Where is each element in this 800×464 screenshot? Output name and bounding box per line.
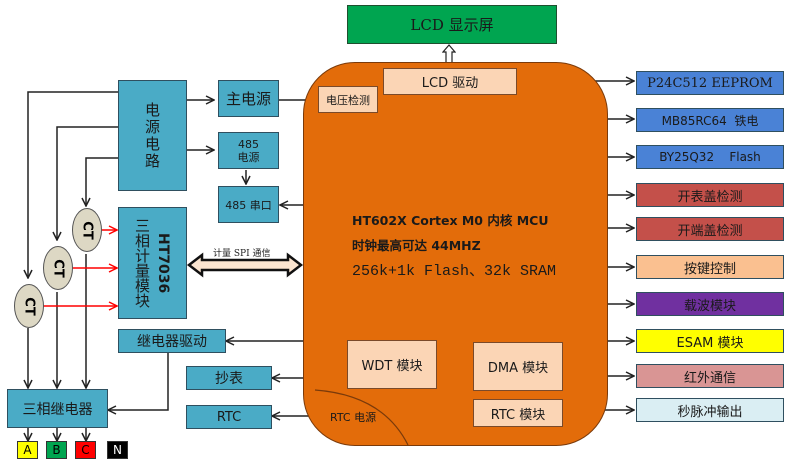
ct-sensor-c: CT: [72, 208, 102, 252]
metering-module-label: 三相计量模块: [133, 218, 151, 308]
peripheral-label: 开端盖检测: [677, 223, 743, 239]
peripheral-label: 秒脉冲输出: [677, 404, 743, 420]
peripheral-flash: BY25Q32 Flash: [636, 145, 784, 169]
lcd-driver-block: LCD 驱动: [383, 68, 517, 95]
voltage-detect-block: 电压检测: [318, 86, 378, 113]
mcu-description: HT602X Cortex M0 内核 MCU 时钟最高可达 44MHZ 256…: [352, 210, 556, 280]
rs485-power-label-2: 电源: [237, 150, 260, 164]
rs485-power-label-1: 485: [238, 137, 259, 151]
peripheral-label: 开表盖检测: [677, 189, 743, 205]
peripheral-pulse-output: 秒脉冲输出: [636, 398, 784, 422]
rtc-module-block: RTC 模块: [473, 399, 563, 427]
power-circuit-block: 电源电路: [118, 80, 187, 191]
peripheral-label: 按键控制: [683, 261, 736, 277]
phase-n-terminal: N: [107, 441, 128, 459]
peripheral-label: 载波模块: [683, 298, 736, 314]
peripheral-label: BY25Q32 Flash: [659, 150, 761, 164]
lcd-driver-label: LCD 驱动: [421, 76, 479, 91]
peripheral-label: P24C512 EEPROM: [647, 75, 773, 91]
ct-label: CT: [79, 220, 95, 240]
three-phase-relay-block: 三相继电器: [7, 389, 108, 428]
rtc-block: RTC: [186, 405, 272, 429]
peripheral-esam: ESAM 模块: [636, 329, 784, 353]
dma-module-block: DMA 模块: [473, 342, 563, 391]
metering-chip-label: HT7036: [155, 232, 171, 294]
rs485-power-block: 485 电源: [218, 132, 279, 169]
peripheral-cover-detect: 开表盖检测: [636, 183, 784, 207]
wdt-module-label: WDT 模块: [361, 359, 423, 374]
lcd-display-block: LCD 显示屏: [347, 5, 557, 44]
peripheral-label: MB85RC64 铁电: [661, 113, 759, 128]
peripheral-infrared: 红外通信: [636, 364, 784, 388]
rtc-power-region: [314, 389, 409, 446]
meter-read-block: 抄表: [186, 366, 272, 390]
wdt-module-block: WDT 模块: [347, 340, 437, 389]
mcu-clock-text: 时钟最高可达 44MHZ: [352, 238, 481, 253]
phase-a-label: A: [23, 443, 32, 457]
rs485-port-label: 485 串口: [225, 198, 272, 212]
spi-bidirectional-arrow-icon: [186, 252, 304, 278]
mcu-core-text: HT602X Cortex M0 内核 MCU: [352, 213, 549, 228]
phase-b-terminal: B: [46, 441, 67, 459]
spi-label: 计量 SPI 通信: [213, 249, 271, 259]
peripheral-fram: MB85RC64 铁电: [636, 108, 784, 132]
peripheral-key-control: 按键控制: [636, 255, 784, 279]
rs485-port-block: 485 串口: [218, 186, 279, 223]
peripheral-label: ESAM 模块: [676, 335, 744, 351]
ct-label: CT: [21, 296, 37, 316]
ct-sensor-b: CT: [43, 246, 73, 290]
phase-c-terminal: C: [75, 441, 96, 459]
phase-n-label: N: [113, 443, 122, 457]
main-power-block: 主电源: [218, 80, 279, 117]
relay-driver-label: 继电器驱动: [137, 334, 207, 350]
hollow-up-arrow-icon: [442, 44, 456, 64]
relay-driver-block: 继电器驱动: [118, 329, 226, 353]
ct-sensor-a: CT: [14, 284, 44, 328]
peripheral-terminal-cover-detect: 开端盖检测: [636, 217, 784, 241]
metering-module-block: 三相计量模块 HT7036: [118, 207, 187, 319]
power-circuit-label: 电源电路: [143, 101, 161, 170]
phase-b-label: B: [52, 443, 61, 457]
rtc-power-label: RTC 电源: [330, 411, 377, 424]
peripheral-label: 红外通信: [683, 370, 736, 386]
phase-c-label: C: [81, 443, 90, 457]
main-power-label: 主电源: [225, 90, 271, 108]
phase-a-terminal: A: [17, 441, 38, 459]
mcu-memory-text: 256k+1k Flash、32k SRAM: [352, 263, 557, 280]
rtc-label: RTC: [216, 409, 242, 425]
ct-label: CT: [50, 258, 66, 278]
meter-read-label: 抄表: [215, 371, 243, 387]
voltage-detect-label: 电压检测: [326, 93, 370, 107]
dma-module-label: DMA 模块: [487, 361, 549, 376]
rtc-module-label: RTC 模块: [490, 407, 546, 423]
peripheral-eeprom: P24C512 EEPROM: [636, 71, 784, 95]
three-phase-relay-label: 三相继电器: [22, 401, 93, 418]
peripheral-carrier: 载波模块: [636, 292, 784, 316]
lcd-display-label: LCD 显示屏: [410, 16, 494, 34]
